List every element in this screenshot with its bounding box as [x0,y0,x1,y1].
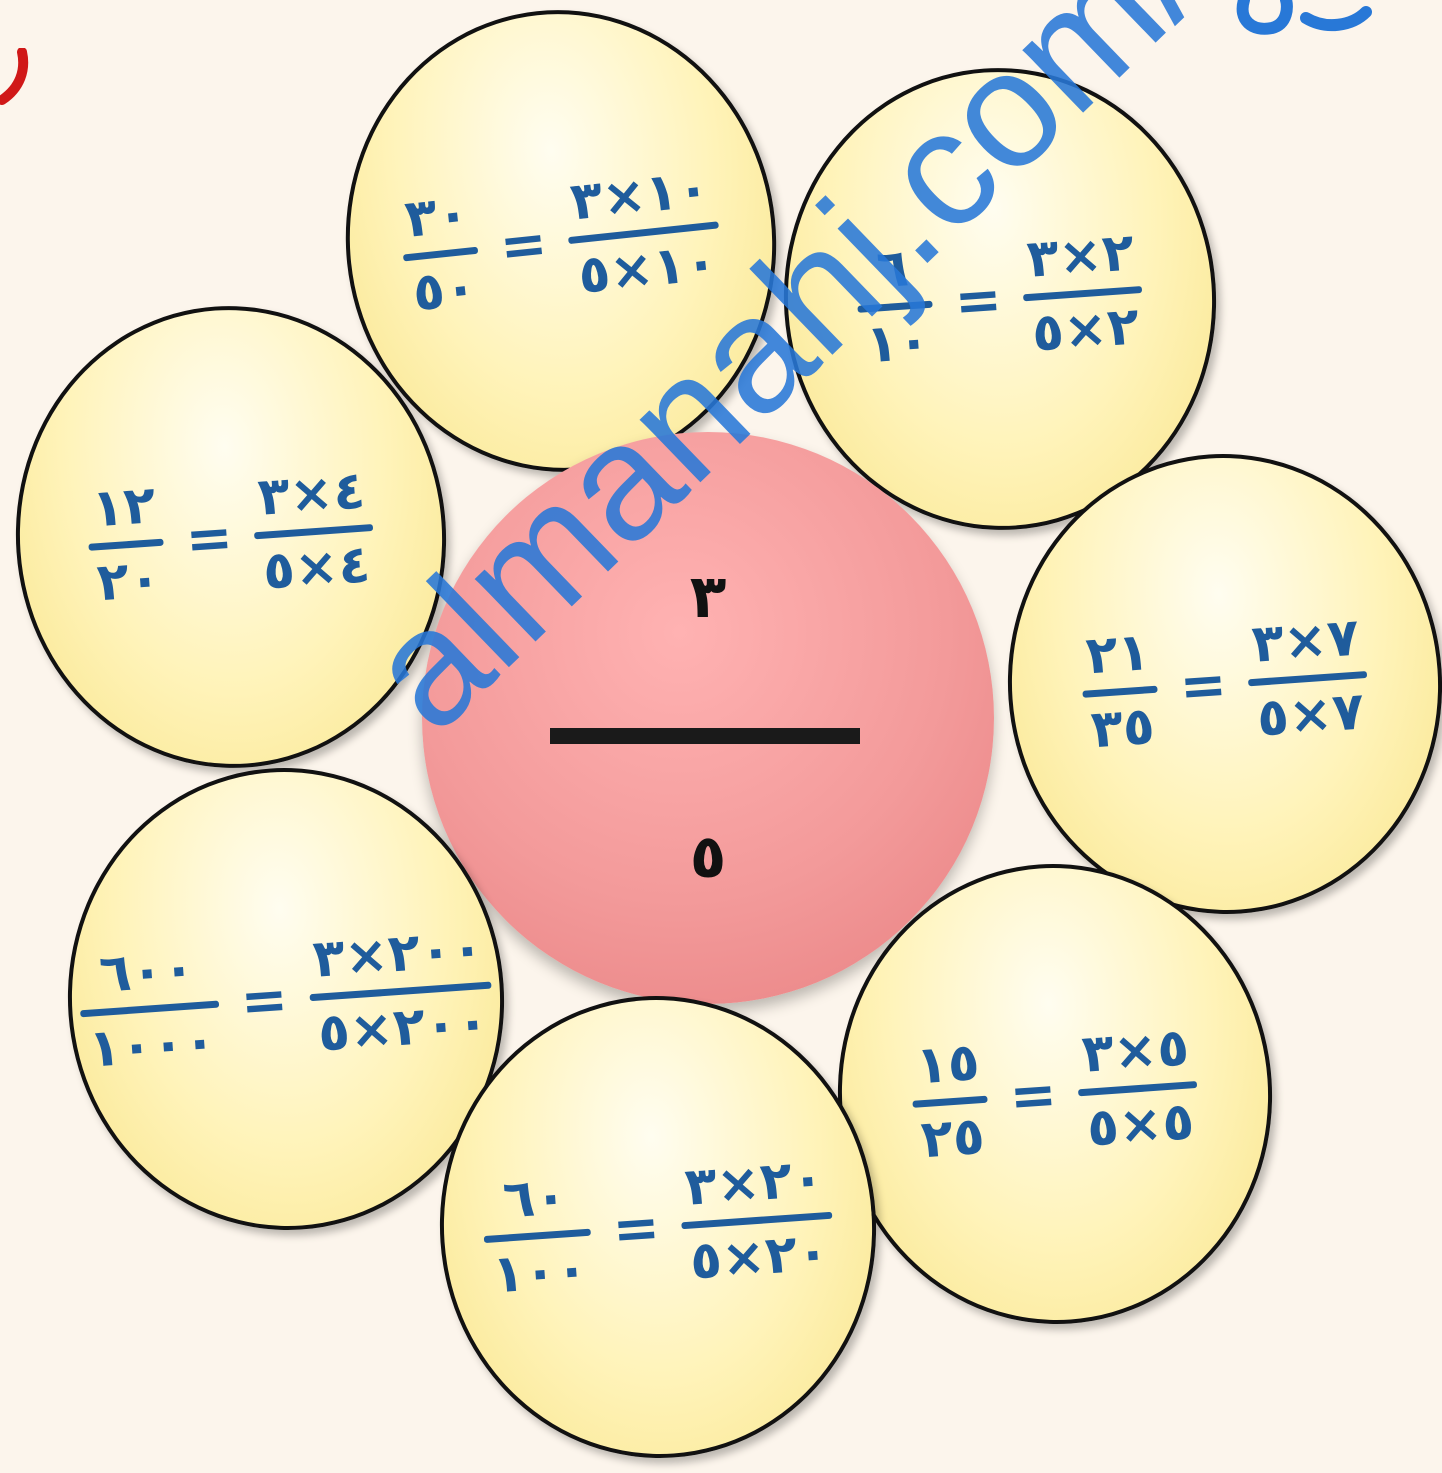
equals-sign: = [183,504,235,573]
product-numerator: ٢٠×٣ [682,1148,826,1218]
equals-sign: = [238,966,290,1035]
equals-sign: = [952,266,1004,335]
product-numerator: ٧×٣ [1249,607,1361,675]
red-mark-icon [0,48,29,105]
result-numerator: ١٢ [89,475,158,540]
result-numerator: ٦٠٠ [97,938,197,1005]
fraction-product: ٤×٣ ٤×٥ [250,460,378,602]
center-denominator: ٥ [689,822,727,892]
result-denominator: ١٠٠٠ [86,1010,218,1080]
result-denominator: ٥٠ [409,256,480,324]
fraction-product: ٢×٣ ٢×٥ [1019,222,1147,364]
equals-sign: = [496,210,551,280]
product-numerator: ١٠×٣ [567,158,713,233]
fraction-result: ٦ ١٠ [853,238,937,375]
equation: ٥×٣ ٥×٥ = ١٥ ٢٥ [908,1017,1202,1170]
result-denominator: ١٠٠ [490,1238,590,1306]
result-numerator: ٦ [874,238,911,301]
result-numerator: ٦٠ [501,1166,569,1231]
equation: ٢×٣ ٢×٥ = ٦ ١٠ [853,222,1147,375]
equation: ٧×٣ ٧×٥ = ٢١ ٣٥ [1078,607,1372,760]
fraction-product: ٢٠٠×٣ ٢٠٠×٥ [305,918,496,1064]
product-numerator: ٥×٣ [1079,1017,1191,1085]
fraction-result: ١٥ ٢٥ [908,1032,992,1170]
result-numerator: ٢١ [1083,622,1152,687]
result-denominator: ٢٠ [95,548,163,613]
center-fraction-bar [550,728,860,744]
product-denominator: ٢×٥ [1030,295,1142,364]
fraction-result: ٢١ ٣٥ [1078,622,1162,760]
equation: ٤×٣ ٤×٥ = ١٢ ٢٠ [84,460,378,613]
product-denominator: ٢٠×٥ [688,1221,831,1292]
center-fraction-circle: ٣ ٥ [422,432,994,1004]
product-numerator: ٤×٣ [255,460,367,528]
equation: ٢٠٠×٣ ٢٠٠×٥ = ٦٠٠ ١٠٠٠ [76,918,496,1080]
fraction-result: ٣٠ ٥٠ [397,183,485,324]
product-numerator: ٢×٣ [1024,222,1136,290]
fraction-product: ٥×٣ ٥×٥ [1074,1017,1202,1159]
fraction-product: ١٠×٣ ١٠×٥ [562,158,725,306]
result-numerator: ٣٠ [402,183,472,250]
fraction-product: ٧×٣ ٧×٥ [1244,607,1372,749]
equals-sign: = [1177,651,1229,720]
fraction-result: ١٢ ٢٠ [84,475,168,613]
fraction-product: ٢٠×٣ ٢٠×٥ [677,1148,836,1292]
fraction-result: ٦٠٠ ١٠٠٠ [76,938,224,1080]
product-denominator: ١٠×٥ [575,231,720,306]
result-denominator: ٢٥ [919,1105,987,1170]
result-denominator: ١٠ [864,310,932,375]
product-denominator: ٥×٥ [1085,1090,1197,1159]
product-numerator: ٢٠٠×٣ [310,918,486,990]
equals-sign: = [1007,1061,1059,1130]
equation: ٢٠×٣ ٢٠×٥ = ٦٠ ١٠٠ [479,1148,836,1306]
result-denominator: ٣٥ [1089,695,1157,760]
fraction-result: ٦٠ ١٠٠ [479,1166,595,1306]
product-denominator: ٧×٥ [1255,680,1367,749]
equals-sign: = [610,1194,662,1263]
center-numerator: ٣ [689,562,727,632]
blue-mark-icon [1236,0,1372,35]
equation: ١٠×٣ ١٠×٥ = ٣٠ ٥٠ [397,158,726,324]
product-denominator: ٢٠٠×٥ [316,991,491,1064]
result-numerator: ١٥ [913,1032,982,1097]
product-denominator: ٤×٥ [261,533,373,602]
